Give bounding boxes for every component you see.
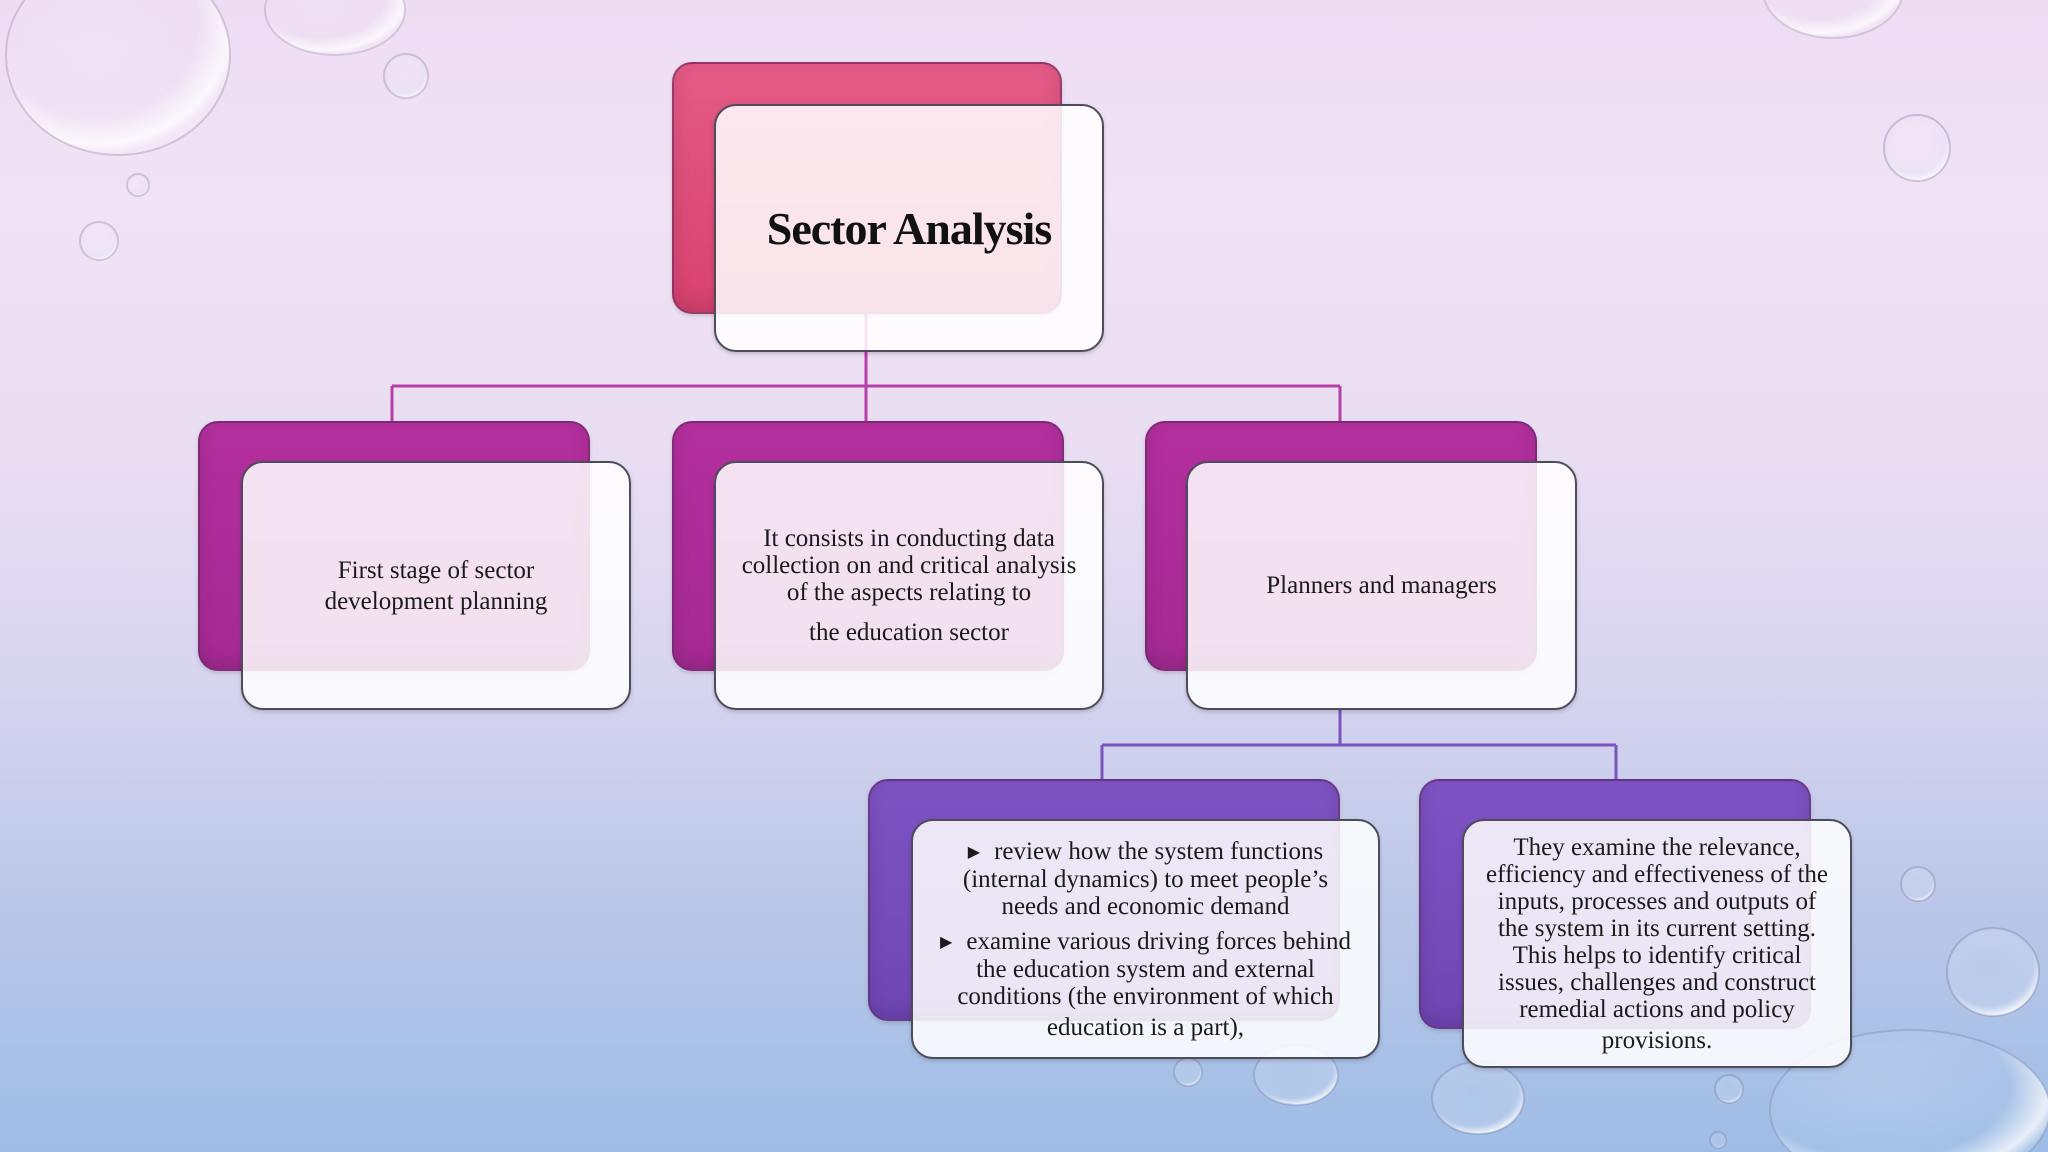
level2-node-line: inputs, processes and outputs of — [1498, 888, 1817, 915]
level1-node-card: First stage of sector development planni… — [241, 461, 631, 710]
bullet-item: ▶ review how the system functions (intern… — [963, 838, 1328, 920]
level1-node-card: Planners and managers — [1186, 461, 1577, 710]
level2-node-line: remedial actions and policy — [1519, 996, 1795, 1023]
bullet-continuation: conditions (the environment of which — [940, 983, 1351, 1010]
level1-node-line: collection on and critical analysis — [742, 552, 1077, 579]
bullet-continuation: the education system and external — [940, 956, 1351, 983]
level2-node-line: efficiency and effectiveness of the — [1486, 861, 1828, 888]
root-node-card: Sector Analysis — [714, 104, 1104, 352]
bullet-line: ▶ review how the system functions — [963, 838, 1328, 866]
triangle-right-icon: ▶ — [940, 929, 952, 956]
level2-node-line: the system in its current setting. — [1498, 915, 1816, 942]
level2-node-line: issues, challenges and construct — [1498, 969, 1816, 996]
bullet-text: review how the system functions — [994, 838, 1323, 865]
triangle-right-icon: ▶ — [968, 839, 980, 866]
bullet-continuation: education is a part), — [940, 1014, 1351, 1041]
level1-node-line: of the aspects relating to — [787, 579, 1031, 606]
bullet-continuation: needs and economic demand — [963, 893, 1328, 920]
bullet-line: ▶ examine various driving forces behind — [940, 928, 1351, 956]
level1-node-text: Planners and managers — [1266, 572, 1496, 599]
level1-node-line: It consists in conducting data — [763, 525, 1055, 552]
level2-node-line: provisions. — [1602, 1027, 1712, 1054]
level2-node-card: They examine the relevance, efficiency a… — [1462, 819, 1852, 1068]
level2-node-line: They examine the relevance, — [1513, 834, 1800, 861]
level1-node-line: the education sector — [809, 619, 1009, 646]
level2-node-card: ▶ review how the system functions (intern… — [911, 819, 1380, 1059]
bullet-continuation: (internal dynamics) to meet people’s — [963, 866, 1328, 893]
level1-node-card: It consists in conducting data collectio… — [714, 461, 1104, 710]
bullet-text: examine various driving forces behind — [966, 928, 1351, 955]
level1-node-text: First stage of sector development planni… — [273, 555, 599, 617]
level2-node-line: This helps to identify critical — [1513, 942, 1802, 969]
connectors-level2 — [1102, 708, 1616, 782]
root-node-title: Sector Analysis — [767, 202, 1051, 255]
bullet-item: ▶ examine various driving forces behind t… — [940, 928, 1351, 1041]
